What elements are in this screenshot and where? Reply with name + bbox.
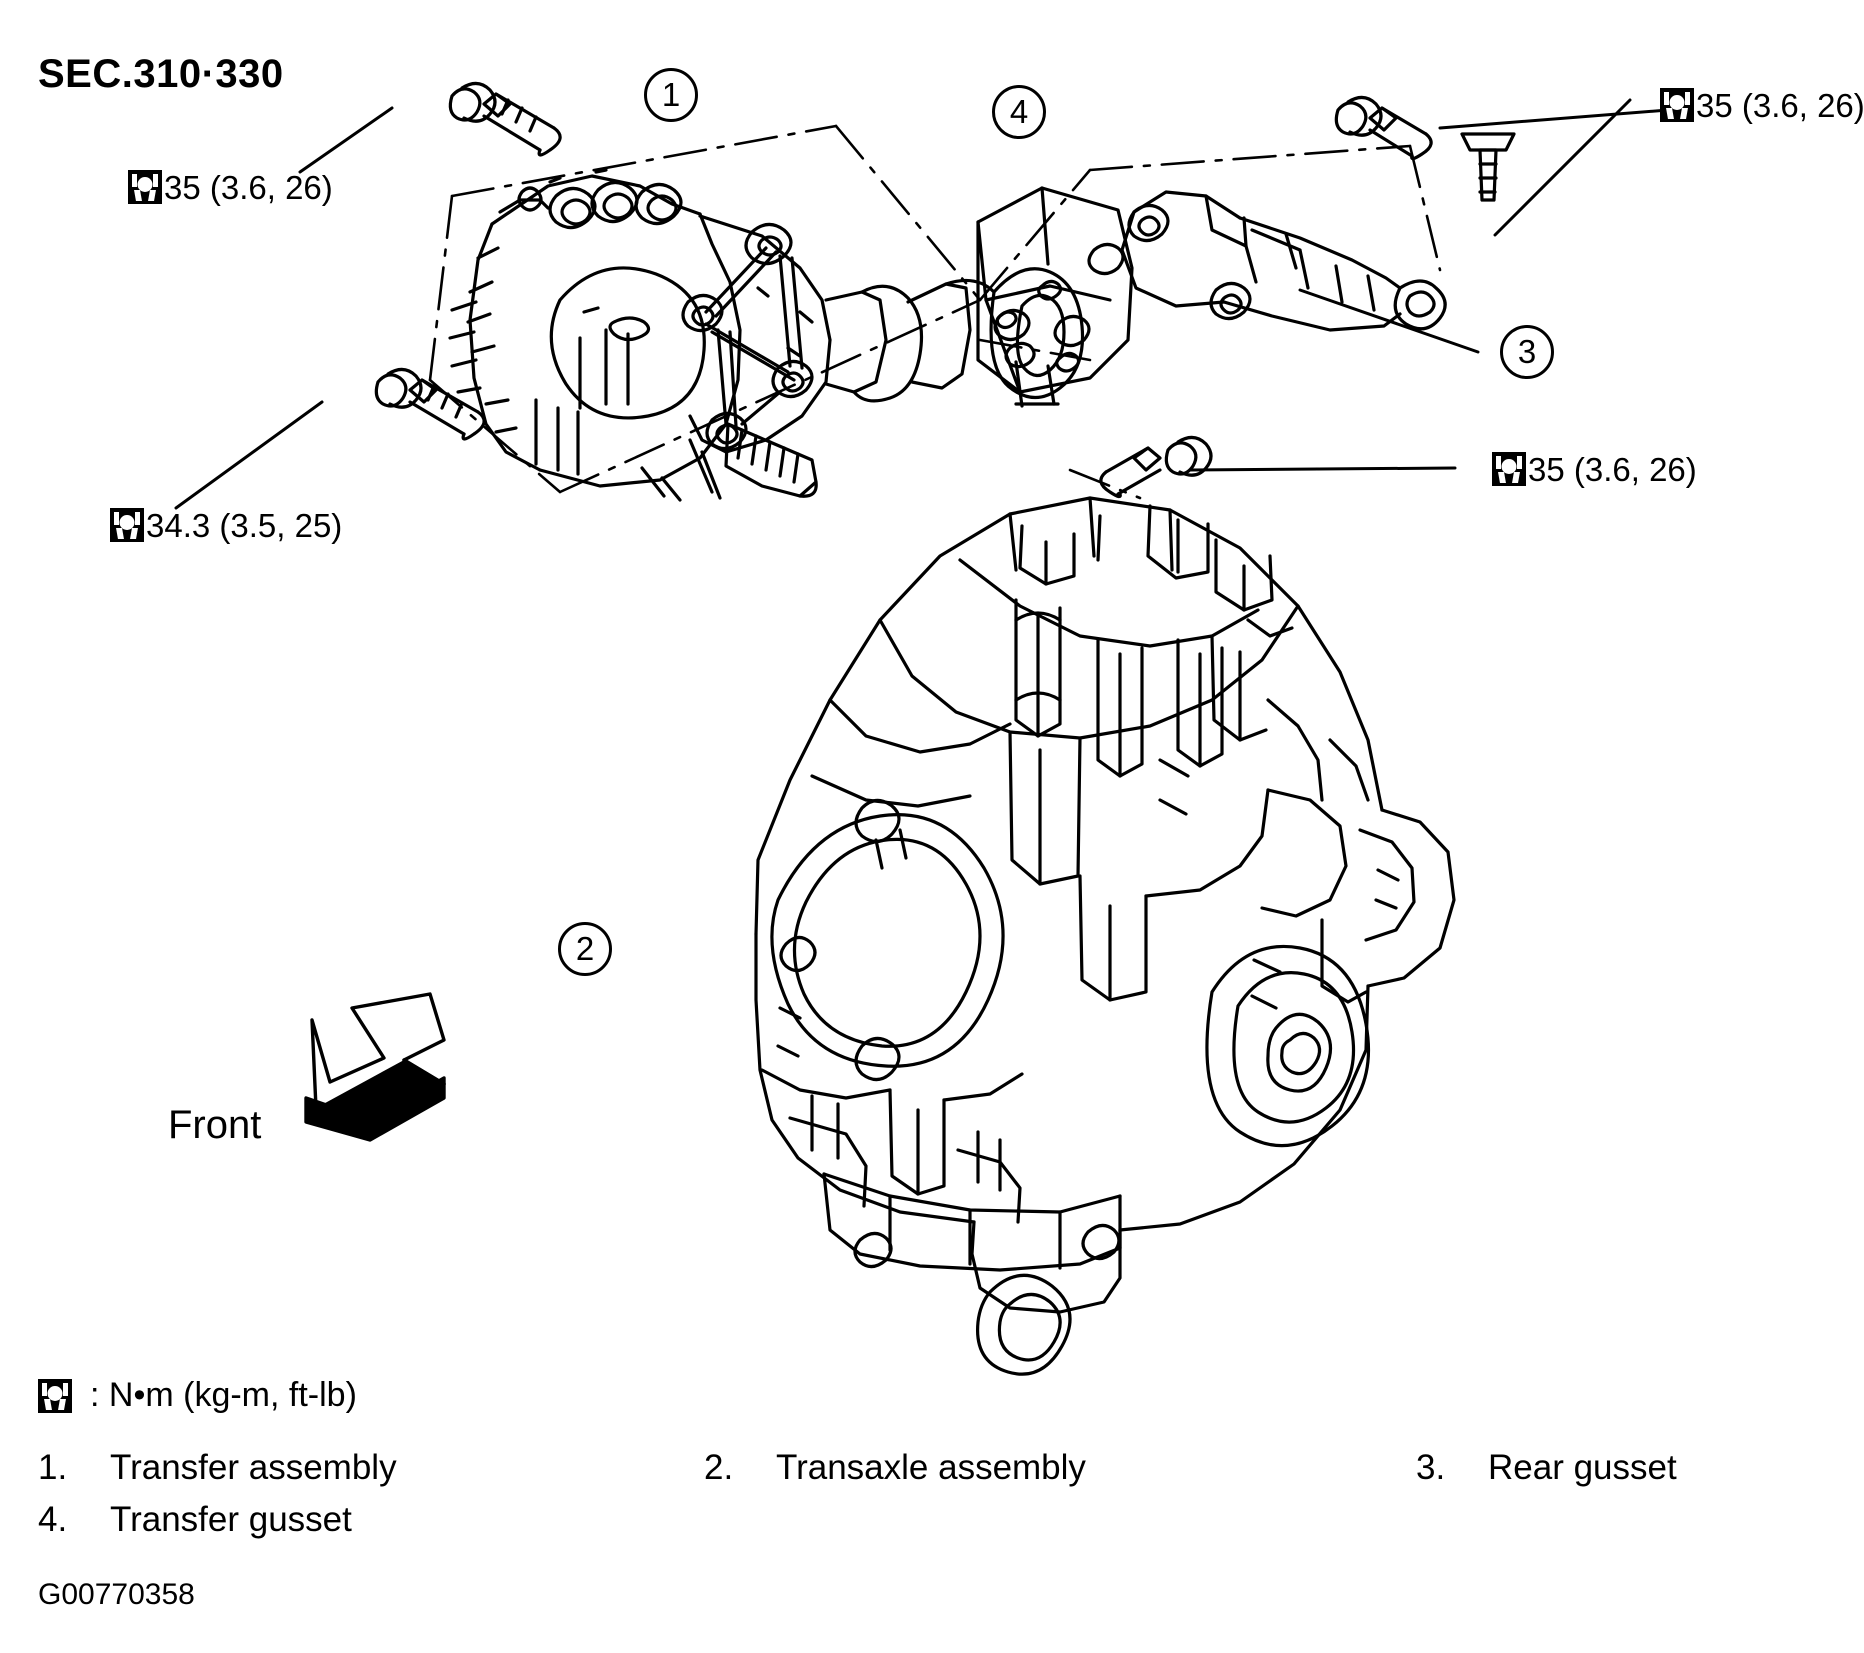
torque-value: 35 (3.6, 26): [1696, 86, 1864, 124]
front-direction-label: Front: [168, 1103, 262, 1147]
bolt-vertical-right: [1460, 132, 1516, 202]
torque-spec-upper-right: 35 (3.6, 26): [1660, 88, 1864, 122]
part-number: 4.: [38, 1500, 68, 1539]
parts-row: 4. Transfer gusset: [38, 1500, 1828, 1540]
bolt-lower-left: [374, 367, 486, 441]
torque-wrench-icon: [128, 170, 162, 204]
part-number: 3.: [1416, 1448, 1446, 1487]
page-title: SEC.310·330: [38, 52, 284, 96]
assembly-center-lines: [428, 124, 1442, 500]
callout-2: 2: [558, 922, 612, 976]
torque-spec-mid-right: 35 (3.6, 26): [1492, 452, 1697, 486]
bolt-upper-right: [1334, 95, 1433, 161]
part-label: Transaxle assembly: [776, 1448, 1086, 1487]
transaxle-assembly-drawing: [754, 496, 1456, 1376]
torque-wrench-icon: [1660, 88, 1694, 122]
transfer-assembly-drawing: [448, 168, 1085, 502]
part-number: 2.: [704, 1448, 734, 1487]
torque-wrench-icon: [110, 508, 144, 542]
part-item-2: 2. Transaxle assembly: [704, 1448, 1416, 1488]
parts-list: 1. Transfer assembly 2. Transaxle assemb…: [38, 1448, 1828, 1552]
part-label: Transfer assembly: [110, 1448, 397, 1487]
torque-spec-lower-left: 34.3 (3.5, 25): [110, 508, 342, 542]
part-item-1: 1. Transfer assembly: [38, 1448, 704, 1488]
torque-spec-upper-left: 35 (3.6, 26): [128, 170, 333, 204]
front-direction-arrow: [304, 992, 446, 1142]
part-number: 1.: [38, 1448, 68, 1487]
part-label: Transfer gusset: [110, 1500, 352, 1539]
part-item-3: 3. Rear gusset: [1416, 1448, 1828, 1488]
bolt-upper-left: [448, 81, 562, 157]
torque-value: 35 (3.6, 26): [1528, 450, 1697, 488]
figure-id: G00770358: [38, 1578, 195, 1611]
transfer-gusset-drawing: [976, 186, 1134, 408]
units-legend-text: : N•m (kg-m, ft-lb): [90, 1376, 357, 1414]
part-item-4: 4. Transfer gusset: [38, 1500, 704, 1540]
part-label: Rear gusset: [1488, 1448, 1677, 1487]
torque-value: 34.3 (3.5, 25): [146, 506, 343, 544]
rear-gusset-drawing: [1120, 190, 1447, 332]
units-legend: : N•m (kg-m, ft-lb): [38, 1376, 357, 1415]
torque-value: 35 (3.6, 26): [164, 168, 333, 206]
callout-3: 3: [1500, 325, 1554, 379]
callout-1: 1: [644, 68, 698, 122]
callout-4: 4: [992, 85, 1046, 139]
torque-wrench-icon: [38, 1378, 72, 1413]
torque-wrench-icon: [1492, 452, 1526, 486]
parts-row: 1. Transfer assembly 2. Transaxle assemb…: [38, 1448, 1828, 1488]
bolt-mid-right: [1099, 435, 1213, 499]
